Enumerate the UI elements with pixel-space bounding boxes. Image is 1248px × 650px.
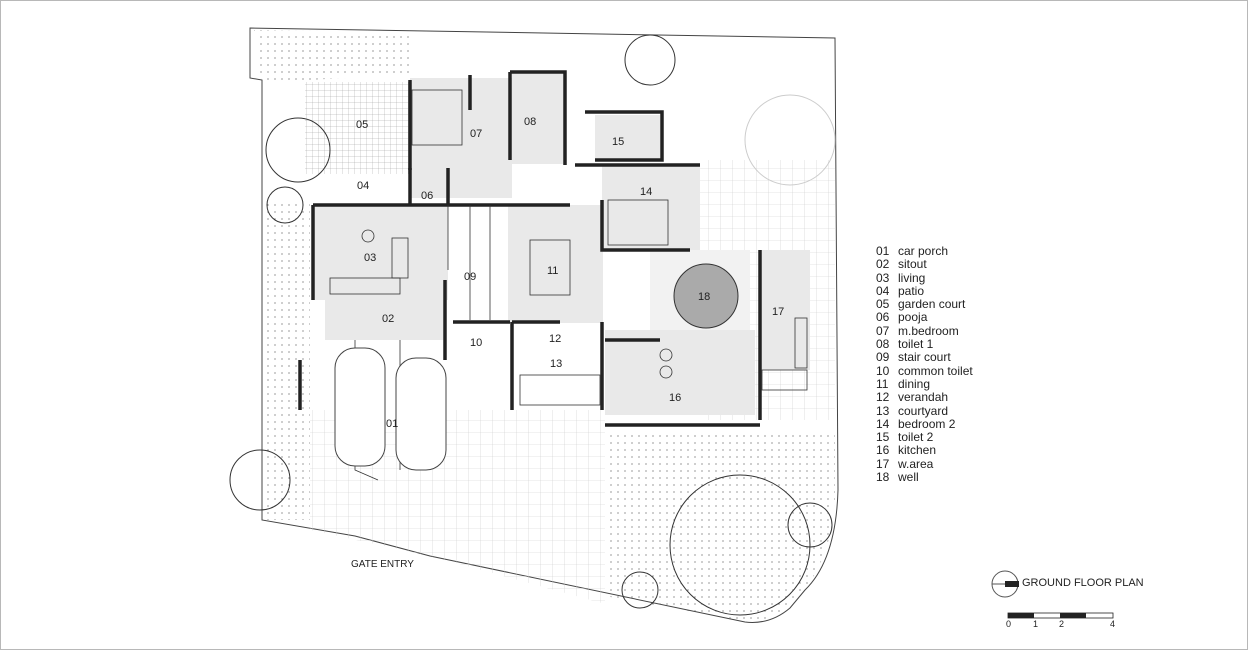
legend-row: 11 dining: [876, 376, 973, 391]
legend-row: 09 stair court: [876, 350, 973, 365]
garden-dots-top: [254, 30, 410, 82]
room-label-12: 12: [549, 333, 561, 345]
room-label-07: 07: [470, 128, 482, 140]
legend-row: 05 garden court: [876, 297, 973, 312]
legend-name: courtyard: [898, 403, 949, 418]
legend-name: common toilet: [898, 363, 973, 378]
room-label-10: 10: [470, 337, 482, 349]
legend-name: living: [898, 270, 926, 285]
room-label-06: 06: [421, 190, 433, 202]
legend-num: 06: [876, 310, 890, 325]
paving-grid-front: [310, 410, 605, 604]
legend-num: 11: [876, 376, 889, 391]
car-right: [395, 357, 447, 471]
legend-row: 03 living: [876, 270, 973, 285]
legend-num: 05: [876, 297, 890, 312]
legend-num: 04: [876, 283, 890, 298]
room-label-13: 13: [550, 358, 562, 370]
legend-row: 16 kitchen: [876, 443, 973, 458]
room-label-18: 18: [698, 291, 710, 303]
legend-row: 01 car porch: [876, 244, 973, 258]
legend-name: toilet 1: [898, 337, 934, 352]
scale-tick-0: 0: [1006, 619, 1012, 629]
room-label-15: 15: [612, 136, 624, 148]
legend-row: 07 m.bedroom: [876, 323, 973, 338]
room-label-16: 16: [669, 392, 681, 404]
garden-court-grid: [305, 82, 410, 174]
scale-tick-1: 1: [1033, 619, 1039, 629]
legend-name: car porch: [898, 244, 949, 258]
legend-num: 15: [876, 430, 890, 445]
legend-num: 03: [876, 270, 890, 285]
room-label-08: 08: [524, 116, 536, 128]
legend-row: 17 w.area: [876, 456, 973, 471]
legend-name: garden court: [898, 297, 966, 312]
legend-name: stair court: [898, 350, 951, 365]
room-label-02: 02: [382, 313, 394, 325]
legend-row: 10 common toilet: [876, 363, 973, 378]
legend-num: 09: [876, 350, 890, 365]
room-label-05: 05: [356, 119, 368, 131]
room-legend: 01 car porch 02 sitout 03 living 04 patio 05…: [876, 244, 973, 485]
legend-name: dining: [898, 376, 931, 391]
legend-name: verandah: [898, 390, 949, 405]
legend-row: 08 toilet 1: [876, 337, 973, 352]
legend-row: 04 patio: [876, 283, 973, 298]
legend-num: 01: [876, 244, 890, 258]
legend-name: bedroom 2: [898, 416, 956, 431]
legend-name: patio: [898, 283, 925, 298]
north-arrow-icon: [991, 570, 1019, 598]
room-label-04: 04: [357, 180, 369, 192]
legend-num: 02: [876, 257, 890, 272]
legend-num: 17: [876, 456, 890, 471]
legend-row: 06 pooja: [876, 310, 973, 325]
legend-num: 07: [876, 323, 890, 338]
legend-row: 13 courtyard: [876, 403, 973, 418]
cars: [334, 347, 447, 471]
plan-title: GROUND FLOOR PLAN: [1022, 577, 1144, 589]
legend-name: sitout: [898, 257, 927, 272]
furniture: [329, 89, 808, 481]
garden-dots-left: [262, 200, 310, 520]
legend-name: toilet 2: [898, 430, 934, 445]
legend-row: 14 bedroom 2: [876, 416, 973, 431]
room-label-01: 01: [386, 418, 398, 430]
scale-tick-4: 4: [1110, 619, 1116, 629]
legend-row: 12 verandah: [876, 390, 973, 405]
legend-name: well: [898, 470, 919, 485]
room-label-11: 11: [547, 265, 558, 277]
legend-name: w.area: [898, 456, 934, 471]
legend-name: kitchen: [898, 443, 937, 458]
room-label-03: 03: [364, 252, 376, 264]
car-left: [334, 347, 386, 467]
room-label-14: 14: [640, 186, 652, 198]
legend-name: pooja: [898, 310, 928, 325]
legend-num: 13: [876, 403, 890, 418]
legend-num: 10: [876, 363, 890, 378]
legend-num: 08: [876, 337, 890, 352]
walls: [298, 70, 762, 427]
legend-name: m.bedroom: [898, 323, 959, 338]
trees: [229, 34, 836, 616]
garden-dots-front: [605, 430, 835, 621]
legend-num: 16: [876, 443, 890, 458]
gate-entry-label: GATE ENTRY: [351, 559, 414, 570]
room-label-17: 17: [772, 306, 784, 318]
scale-tick-2: 2: [1059, 619, 1065, 629]
legend-row: 15 toilet 2: [876, 430, 973, 445]
legend-num: 18: [876, 470, 890, 485]
legend-row: 02 sitout: [876, 257, 973, 272]
room-label-09: 09: [464, 271, 476, 283]
legend-row: 18 well: [876, 470, 973, 485]
legend-num: 12: [876, 390, 890, 405]
scale-bar: [1007, 612, 1114, 619]
legend-num: 14: [876, 416, 890, 431]
well: [673, 263, 739, 329]
